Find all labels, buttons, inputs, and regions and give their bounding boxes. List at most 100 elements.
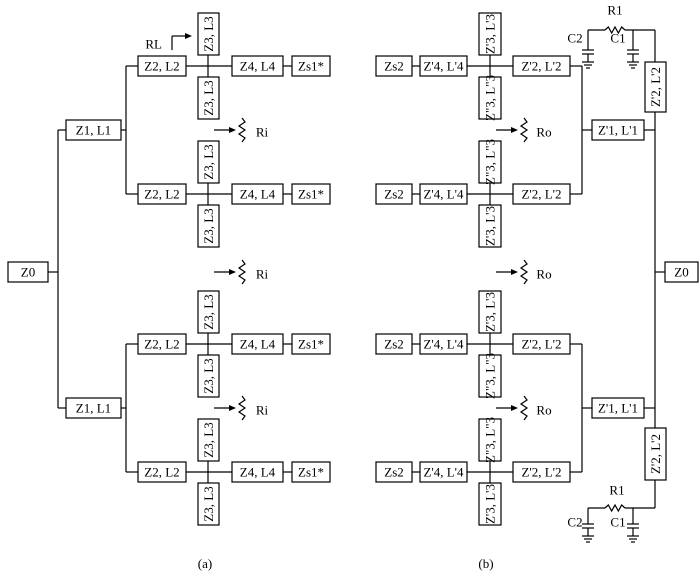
b-q1-b0-z2p xyxy=(512,333,571,355)
a-q1-b1-zs1-label: Zs1* xyxy=(298,465,324,480)
a-q1-b0-zs1-label: Zs1* xyxy=(298,337,324,352)
a-q1-b1-zs1 xyxy=(291,461,331,483)
rl-label: RL xyxy=(145,37,162,52)
a-q0-b1-zs1 xyxy=(291,183,331,205)
a-q0-b0-z3-up xyxy=(197,12,220,56)
a-q0-b0-z3-dn-label: Z3, L3 xyxy=(201,80,216,115)
a-q0-b1-z4-label: Z4, L4 xyxy=(240,187,276,202)
ro-1-arrow-head xyxy=(511,127,518,133)
c2-bot-label: C2 xyxy=(567,515,582,530)
a-q0-b1-z3-up-label: Z3, L3 xyxy=(201,144,216,179)
b-q1-b1-zs2-label: Zs2 xyxy=(384,465,404,480)
components xyxy=(7,12,699,526)
b-q0-b0-zs2 xyxy=(375,55,413,77)
b-q0-b1-z2p xyxy=(512,183,571,205)
z2p-vbox-top-label: Z'2, L'2 xyxy=(648,67,663,107)
a-q1-b1-z2-label: Z2, L2 xyxy=(144,465,179,480)
r1-top-label: R1 xyxy=(607,3,622,18)
a-q1-b0-z4 xyxy=(231,333,284,355)
b-q1-b1-z3-up xyxy=(478,418,502,462)
a-q1-b1-z2 xyxy=(137,461,187,483)
b-q0-b0-z3-dn-label: Z"3, L"3 xyxy=(483,75,498,121)
b-q0-b0-z4p-label: Z'4, L'4 xyxy=(423,59,464,74)
c1-bot-label: C1 xyxy=(610,515,625,530)
z0-box-b xyxy=(664,261,699,283)
ri-1-resistor xyxy=(237,117,247,143)
b-q1-b1-z2p-label: Z'2, L'2 xyxy=(521,465,561,480)
rl-arrow-head xyxy=(185,33,192,39)
z1p-box-lower xyxy=(591,397,645,419)
z2p-vbox-bottom-label: Z'2, L'2 xyxy=(648,434,663,474)
a-q1-b0-z3-up xyxy=(197,290,220,334)
ro-1-resistor xyxy=(519,117,529,143)
a-q0-b1-z2-label: Z2, L2 xyxy=(144,187,179,202)
z1l1-box-lower-label: Z1, L1 xyxy=(76,401,111,416)
b-q1-b0-z3-dn xyxy=(478,354,502,398)
ri-3-resistor xyxy=(237,395,247,421)
a-q0-b0-zs1 xyxy=(291,55,331,77)
z0-box-a-label: Z0 xyxy=(21,265,35,280)
ro-2-arrow-head xyxy=(511,269,518,275)
a-q0-b0-zs1-label: Zs1* xyxy=(298,59,324,74)
a-q0-b0-z2 xyxy=(137,55,187,77)
a-q1-b0-z2-label: Z2, L2 xyxy=(144,337,179,352)
ro-1-label: Ro xyxy=(536,125,551,140)
caption-b: (b) xyxy=(478,556,493,571)
a-q0-b1-z4 xyxy=(231,183,284,205)
a-q1-b0-zs1 xyxy=(291,333,331,355)
b-q0-b0-z2p xyxy=(512,55,571,77)
b-q0-b0-zs2-label: Zs2 xyxy=(384,59,404,74)
b-q1-b1-z3-up-label: Z"3, L"3 xyxy=(483,417,498,463)
b-q1-b1-z3-dn xyxy=(478,482,502,526)
a-q0-b1-zs1-label: Zs1* xyxy=(298,187,324,202)
b-q1-b0-zs2-label: Zs2 xyxy=(384,337,404,352)
b-q0-b0-z3-dn xyxy=(478,76,502,120)
r1-bot-label: R1 xyxy=(609,483,624,498)
b-q1-b1-z2p xyxy=(512,461,571,483)
ro-2-resistor xyxy=(519,259,529,285)
b-q0-b0-z4p xyxy=(419,55,468,77)
z1l1-box-lower xyxy=(65,397,122,419)
b-q1-b1-z4p xyxy=(419,461,468,483)
a-q1-b1-z3-dn-label: Z3, L3 xyxy=(201,486,216,521)
ri-2-resistor xyxy=(237,259,247,285)
a-q0-b0-z4-label: Z4, L4 xyxy=(240,59,276,74)
a-q1-b0-z3-dn-label: Z3, L3 xyxy=(201,358,216,393)
a-q1-b1-z3-up-label: Z3, L3 xyxy=(201,422,216,457)
a-q1-b1-z3-dn xyxy=(197,482,220,526)
r1-top xyxy=(604,25,626,35)
b-q0-b0-z2p-label: Z'2, L'2 xyxy=(521,59,561,74)
b-q1-b0-z4p xyxy=(419,333,468,355)
b-q0-b0-z3-up xyxy=(478,12,502,56)
z0-box-b-label: Z0 xyxy=(674,265,688,280)
ri-3-label: Ri xyxy=(256,403,269,418)
a-q1-b1-z3-up xyxy=(197,418,220,462)
z2p-vbox-bottom xyxy=(644,427,667,481)
ri-1-label: Ri xyxy=(256,125,269,140)
ri-3-arrow-head xyxy=(229,405,236,411)
b-q0-b0-z3-up-label: Z'3, L'3 xyxy=(483,14,498,54)
a-q0-b0-z3-dn xyxy=(197,76,220,120)
z1l1-box-upper-label: Z1, L1 xyxy=(76,123,111,138)
b-q1-b0-z4p-label: Z'4, L'4 xyxy=(423,337,464,352)
c1-top-label: C1 xyxy=(610,31,625,46)
b-q1-b0-z3-dn-label: Z"3, L"3 xyxy=(483,353,498,399)
c2-top-label: C2 xyxy=(567,31,582,46)
ro-3-label: Ro xyxy=(536,403,551,418)
b-q0-b1-z3-up xyxy=(478,140,502,184)
ri-1-arrow-head xyxy=(229,127,236,133)
z1p-box-upper xyxy=(591,119,645,141)
a-q1-b1-z4-label: Z4, L4 xyxy=(240,465,276,480)
b-q1-b0-zs2 xyxy=(375,333,413,355)
b-q1-b1-z3-dn-label: Z'3, L'3 xyxy=(483,484,498,524)
a-q0-b0-z3-up-label: Z3, L3 xyxy=(201,16,216,51)
ro-2-label: Ro xyxy=(536,267,551,282)
ro-3-resistor xyxy=(519,395,529,421)
b-q0-b1-z3-dn-label: Z'3, L'3 xyxy=(483,206,498,246)
b-q0-b1-z3-dn xyxy=(478,204,502,248)
b-q0-b1-zs2-label: Zs2 xyxy=(384,187,404,202)
b-q0-b1-z3-up-label: Z"3, L"3 xyxy=(483,139,498,185)
wires xyxy=(48,29,665,543)
